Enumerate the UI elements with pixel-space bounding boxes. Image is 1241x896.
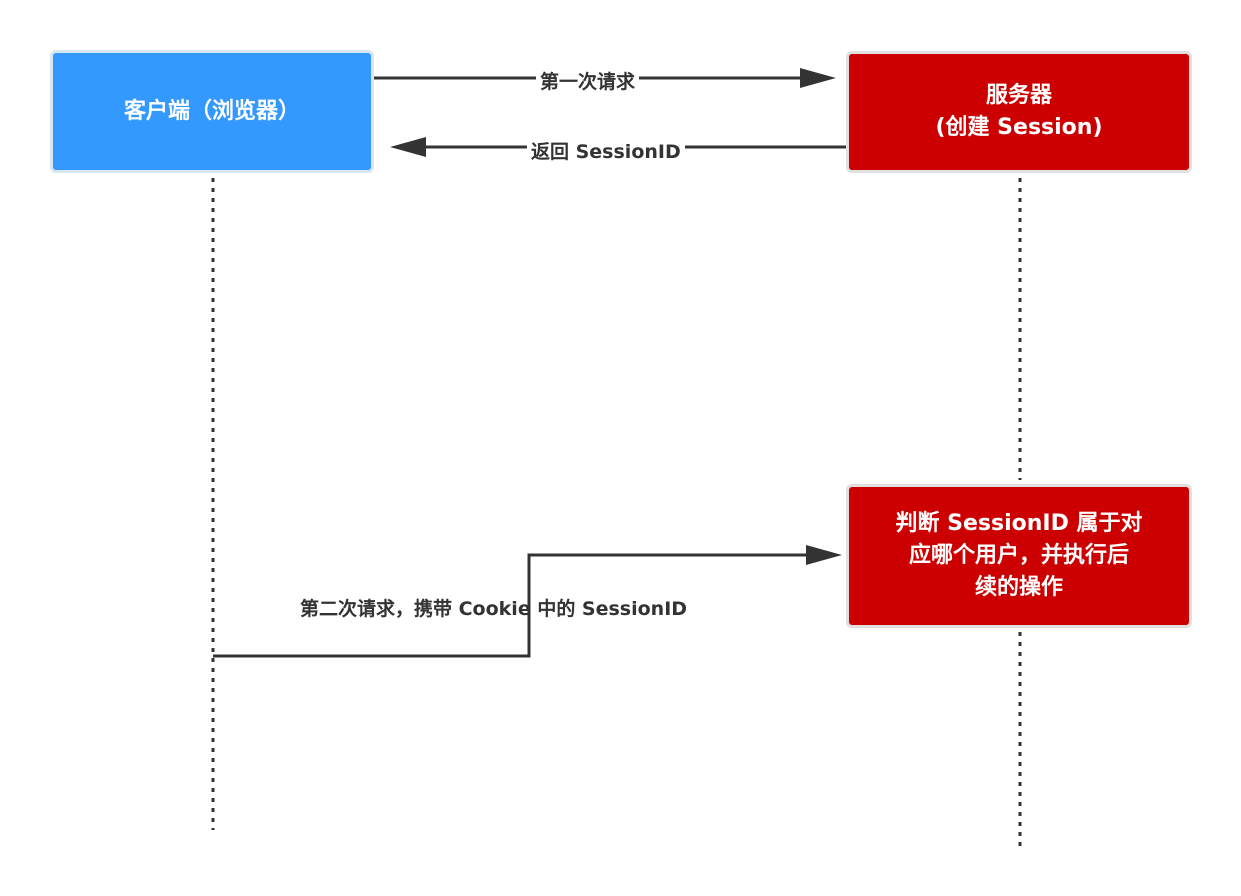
return-sessionid-label: 返回 SessionID [527, 140, 685, 164]
return-arrowhead [390, 137, 426, 157]
server-label: 服务器 [985, 83, 1052, 108]
judge-line-3: 续的操作 [974, 575, 1063, 600]
client-box: 客户端（浏览器） [50, 50, 374, 173]
judge-line-1: 判断 SessionID 属于对 [895, 511, 1143, 536]
server-sublabel: (创建 Session) [935, 115, 1103, 140]
first-request-label: 第一次请求 [536, 70, 640, 94]
server-box: 服务器 (创建 Session) [846, 51, 1192, 173]
judge-session-box: 判断 SessionID 属于对 应哪个用户，并执行后 续的操作 [846, 484, 1192, 628]
second-request-connector [213, 553, 808, 658]
second-request-label: 第二次请求，携带 Cookie 中的 SessionID [300, 598, 688, 620]
client-label: 客户端（浏览器） [123, 98, 300, 124]
judge-line-2: 应哪个用户，并执行后 [908, 543, 1129, 568]
first-request-arrowhead [800, 68, 836, 88]
second-request-arrowhead [806, 545, 842, 565]
